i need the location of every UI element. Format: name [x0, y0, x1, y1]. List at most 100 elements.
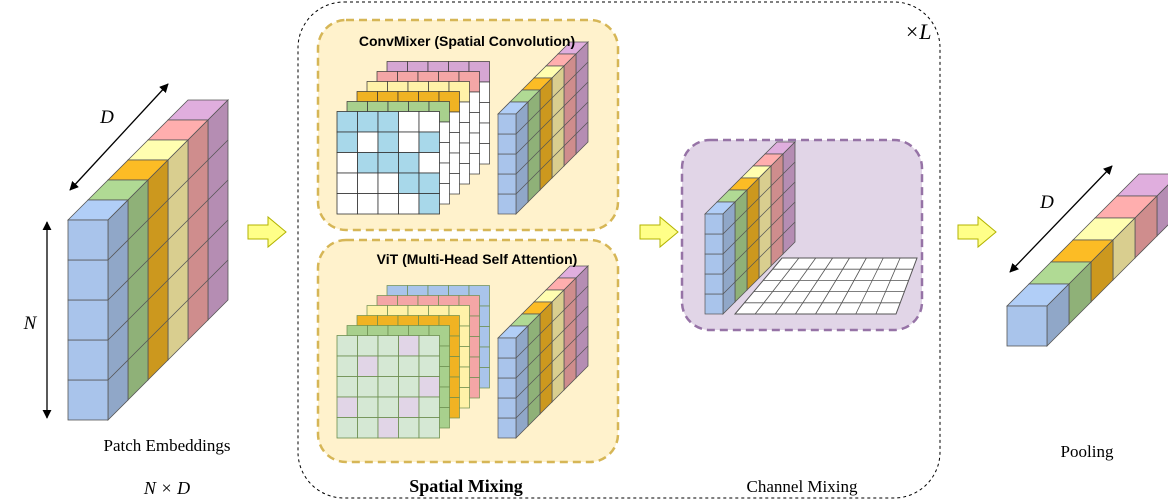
- vit-front-cell: [336, 396, 358, 418]
- channel-mixing-stack-side-gridline: [770, 233, 784, 247]
- channel-mixing-stack-side-gridline: [770, 213, 784, 227]
- channel-mixing-stack-cell: [704, 273, 724, 295]
- channel-mixing-stack-side-gridline: [758, 245, 772, 259]
- channel-mixing-floor-grid: [733, 257, 918, 315]
- channel-mixing-stack-side-gridline: [734, 269, 748, 283]
- channel-mixing-stack-side-face: [746, 177, 760, 291]
- vit-output-stack-side-gridline: [563, 337, 577, 351]
- convmixer-front-cell: [357, 172, 379, 194]
- patch-embeddings-side-face: [207, 99, 229, 321]
- pooling-front-face: [1006, 305, 1048, 347]
- vit-front-cell: [336, 417, 358, 439]
- vit-front-cell: [418, 335, 440, 357]
- convmixer-output-stack-side-gridline: [551, 125, 565, 139]
- channel-mixing-stack-side-gridline: [734, 209, 748, 223]
- patch-embeddings-side-gridline: [127, 299, 149, 321]
- convmixer-output-stack-side-gridline: [563, 113, 577, 127]
- vit-output-stack-side-gridline: [539, 381, 553, 395]
- channel-mixing-stack-cell: [704, 293, 724, 315]
- convmixer-output-stack-side-gridline: [515, 181, 529, 195]
- convmixer-front-cell: [398, 193, 420, 215]
- channel-mixing-stack-side-gridline: [782, 181, 796, 195]
- channel-mixing-stack-side-gridline: [758, 205, 772, 219]
- repeat-l-label: ×L: [904, 19, 931, 44]
- convmixer-output-stack-side-gridline: [539, 97, 553, 111]
- vit-output-stack-side-gridline: [551, 309, 565, 323]
- patch-embeddings-channel-0: [67, 199, 129, 421]
- convmixer-output-stack-side-gridline: [551, 145, 565, 159]
- convmixer-front-cell: [377, 152, 399, 174]
- vit-front-cell: [357, 335, 379, 357]
- convmixer-output-stack-cell: [497, 193, 517, 215]
- convmixer-front-cell: [336, 131, 358, 153]
- vit-front-cell: [377, 396, 399, 418]
- vit-front-cell: [418, 355, 440, 377]
- convmixer-front-cell: [418, 111, 440, 133]
- channel-mixing-stack-side-face: [722, 201, 736, 315]
- vit-title: ViT (Multi-Head Self Attention): [377, 251, 578, 267]
- convmixer-output-stack-side-gridline: [551, 105, 565, 119]
- mixing-block-container: [297, 1, 941, 499]
- vit-output-stack-side-gridline: [575, 345, 589, 359]
- vit-front-cell: [377, 376, 399, 398]
- channel-mixing-stack-side-gridline: [746, 217, 760, 231]
- convmixer-output-stack-side-face: [539, 77, 553, 191]
- channel-mixing-stack-side-gridline: [758, 185, 772, 199]
- convmixer-front-cell: [398, 172, 420, 194]
- channel-mixing-stack-cell: [704, 233, 724, 255]
- convmixer-output-stack-cell: [497, 173, 517, 195]
- channel-mixing-stack-side-gridline: [770, 173, 784, 187]
- convmixer-front-cell: [357, 193, 379, 215]
- patch-embeddings-side-gridline: [127, 259, 149, 281]
- vit-output-stack-side-gridline: [551, 329, 565, 343]
- vit-front-cell: [398, 376, 420, 398]
- channel-mixing-stack-channel-0: [704, 201, 736, 315]
- convmixer-output-stack-side-gridline: [515, 121, 529, 135]
- convmixer-output-stack-side-gridline: [539, 117, 553, 131]
- channel-mixing-stack-side-face: [758, 165, 772, 279]
- channel-mixing-stack-side-gridline: [782, 161, 796, 175]
- vit-front-cell: [357, 417, 379, 439]
- patch-embeddings-side-gridline: [107, 359, 129, 381]
- vit-output-stack-side-face: [539, 301, 553, 415]
- convmixer-output-stack-side-face: [551, 65, 565, 179]
- convmixer-front-cell: [336, 111, 358, 133]
- patch-embeddings-side-gridline: [207, 139, 229, 161]
- vit-front-cell: [418, 396, 440, 418]
- convmixer-front-cell: [336, 193, 358, 215]
- channel-mixing-stack-cell: [704, 213, 724, 235]
- vit-output-stack-channel-0: [497, 325, 529, 439]
- vit-front-cell: [377, 355, 399, 377]
- vit-output-stack-side-gridline: [539, 321, 553, 335]
- convmixer-front-cell: [398, 152, 420, 174]
- pooling-cube-0: [1006, 283, 1070, 347]
- convmixer-output-stack-side-gridline: [527, 169, 541, 183]
- vit-output-stack-side-face: [527, 313, 541, 427]
- vit-output-stack-side-gridline: [563, 357, 577, 371]
- channel-mixing-stack-side-gridline: [722, 281, 736, 295]
- vit-front-cell: [418, 417, 440, 439]
- convmixer-front-cell: [336, 152, 358, 174]
- channel-mixing-stack: [704, 141, 796, 315]
- patch-embeddings-side-face: [147, 159, 169, 381]
- patch-embeddings-side-gridline: [167, 179, 189, 201]
- channel-mixing-floor: [733, 257, 918, 315]
- convmixer-output-stack-side-gridline: [515, 141, 529, 155]
- vit-output-stack-side-face: [551, 289, 565, 403]
- vit-output-stack-side-gridline: [539, 341, 553, 355]
- pooling-label: Pooling: [1061, 442, 1114, 461]
- channel-mixing-stack-cell: [704, 253, 724, 275]
- vit-output-stack-side-gridline: [539, 361, 553, 375]
- channel-mixing-stack-side-face: [782, 141, 796, 255]
- vit-output-stack-side-gridline: [515, 385, 529, 399]
- patch-embeddings-side-gridline: [187, 199, 209, 221]
- patch-embeddings-side-face: [107, 199, 129, 421]
- vit-front-cell: [398, 417, 420, 439]
- vit-output-stack-side-gridline: [551, 349, 565, 363]
- convmixer-output-stack-channel-0: [497, 101, 529, 215]
- patch-embeddings-cell: [67, 379, 109, 421]
- vit-front-cell: [398, 355, 420, 377]
- convmixer-output-stack-side-gridline: [575, 101, 589, 115]
- vit-front-cell: [398, 335, 420, 357]
- channel-mixing-grid-line: [815, 257, 850, 315]
